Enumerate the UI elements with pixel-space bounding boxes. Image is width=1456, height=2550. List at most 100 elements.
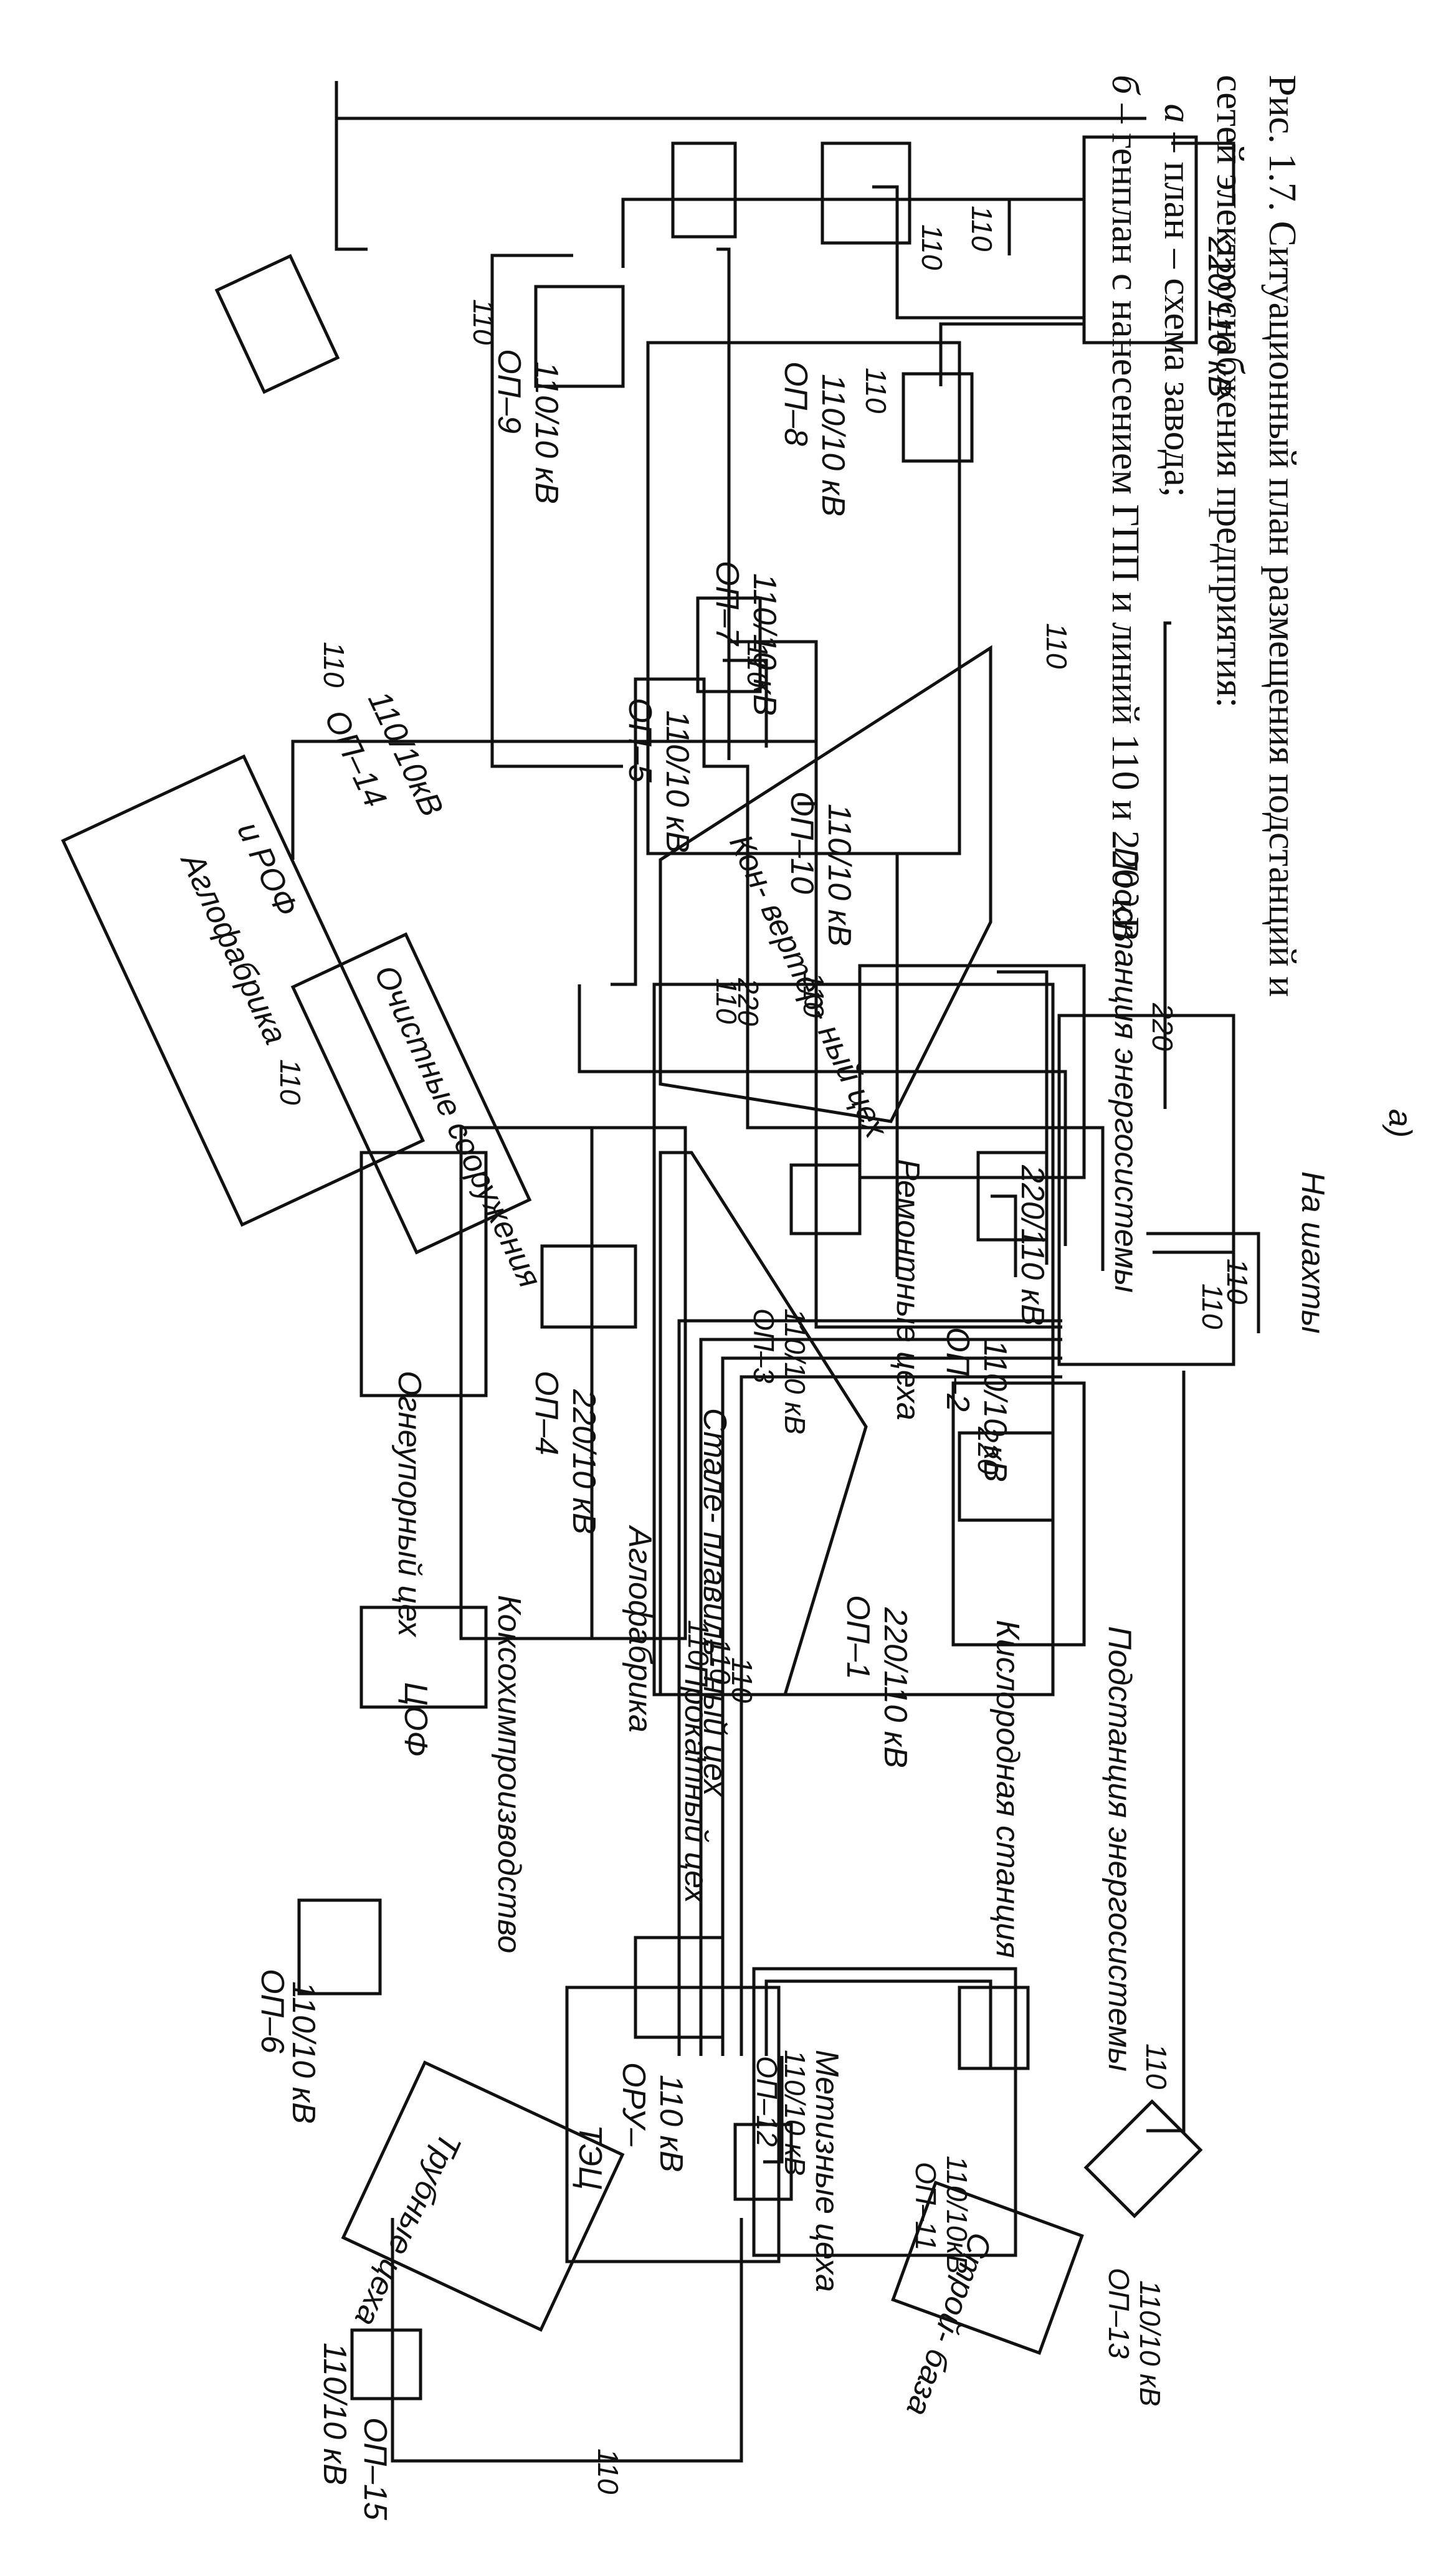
v-label-110-e: 110 — [1140, 2043, 1173, 2090]
cof-box — [359, 1606, 488, 1709]
gpp2-kv-label: 220/110 кВ — [1201, 236, 1237, 397]
kislorod-box — [951, 1381, 1086, 1647]
line-op5 — [723, 659, 768, 748]
line-tec-gpp1-1 — [677, 1319, 1062, 2056]
op13-label: ОП–13 — [1103, 2268, 1135, 2359]
figure-label: а) — [1382, 1109, 1418, 1138]
oru-box — [634, 1936, 725, 2039]
aglo1-label: Аглофабрика — [622, 1525, 658, 1733]
ogneup-label: Огнеупорный цех — [391, 1371, 427, 1638]
v-label-220-a: 220 — [732, 978, 764, 1026]
line-110-long — [716, 247, 731, 760]
op5-kv-label: 110/10 кВ — [659, 710, 695, 853]
v-label-110-o: 110 — [966, 206, 998, 252]
op12-kv-label: 110/10 кВ — [779, 2050, 811, 2176]
remont-label: Ремонтные цеха — [890, 1159, 926, 1420]
line-outer-110 — [335, 81, 368, 251]
op1-box — [958, 1431, 1055, 1522]
line-gpp2-out — [1171, 141, 1235, 206]
v-label-110-j: 110 — [1221, 1258, 1254, 1305]
oru-kv-label: 110 кВ — [653, 2075, 689, 2172]
ochist-box — [290, 932, 532, 1255]
workshops — [60, 341, 1086, 2355]
line-op13 — [1146, 1371, 1186, 2133]
op13-kv-label: 110/10 кВ — [1134, 2280, 1166, 2406]
stal-box — [659, 1151, 868, 1696]
line-op1 — [991, 1194, 1017, 1277]
koks-label: Коксохимпроизводство — [491, 1595, 527, 1953]
op4-box — [540, 1244, 637, 1329]
stroibaza-box — [891, 2181, 1084, 2355]
v-label-110-l: 110 — [467, 299, 500, 345]
pipe-shop-label: Трубные цеха — [348, 2128, 469, 2332]
tec-label: ТЭЦ — [572, 2124, 608, 2190]
v-label-110-b: 110 — [682, 1620, 715, 1666]
op13-box — [1083, 2099, 1203, 2219]
line-tec-gpp1-4 — [740, 1375, 1062, 2056]
op15-label: ОП–15 — [357, 2417, 393, 2521]
op7-kv-label: 110/10 кВ — [746, 573, 783, 716]
line-op7 — [872, 185, 1084, 320]
line-op4-gpp1 — [578, 984, 1067, 1246]
line-tec-gpp1-3 — [721, 1356, 1062, 2056]
op2-label: ОП–2 — [940, 1327, 976, 1412]
v-label-110-m: 110 — [860, 368, 892, 414]
v-label-110-c: 110 — [704, 1639, 736, 1685]
voltage-labels: 110 110 110 110 110 110 110 220 110 220 … — [274, 206, 1254, 2495]
substation-boxes — [214, 135, 1235, 2400]
op6-kv-label: 110/10 кВ — [285, 1981, 321, 2124]
op4-kv-label: 220/10 кВ — [566, 1389, 602, 1534]
substation2-label: Подстанция энергосистемы — [1108, 847, 1144, 1293]
convshop-inner-box — [646, 341, 961, 855]
gpp1-kv-label: 220/110 кВ — [1014, 1164, 1050, 1326]
konv-box — [659, 645, 992, 1123]
op5-label: ОП–5 — [622, 698, 658, 783]
prokat-box — [652, 982, 1055, 1696]
metiz-box — [752, 1967, 1017, 2257]
ogneup-box — [359, 1151, 488, 1397]
op1-kv-label: 220/110 кВ — [877, 1607, 913, 1768]
op8-box — [671, 141, 737, 239]
op12-box — [733, 2123, 793, 2201]
op9-label: ОП–9 — [491, 349, 527, 434]
line-top-loop — [490, 254, 623, 768]
op8-kv-label: 110/10 кВ — [815, 374, 851, 516]
op3-label: ОП–3 — [748, 1308, 780, 1384]
remont-box — [858, 964, 1086, 1179]
op9-box — [534, 285, 625, 388]
op7-box — [821, 141, 911, 245]
line-110-top — [729, 640, 818, 743]
substation1-label: Подстанция энергосистемы — [1102, 1626, 1138, 2072]
metiz-label: Метизные цеха — [809, 2050, 845, 2292]
op3-kv-label: 110/10 кВ — [779, 1308, 811, 1434]
line-op9 — [621, 197, 1086, 268]
prokat-label: Прокатный цех — [678, 1663, 714, 1905]
v-label-110-i: 110 — [1196, 1283, 1229, 1330]
op3-box — [789, 1163, 862, 1235]
line-op11 — [764, 1979, 992, 2068]
line-op15-tec — [391, 2218, 743, 2463]
v-label-220-c: 220 — [1146, 1002, 1179, 1051]
line-220-main — [611, 677, 1105, 1271]
op10-box — [902, 372, 974, 463]
aglo1-box — [590, 1126, 687, 1640]
op11-kv-label: 110/10кВ — [941, 2156, 973, 2274]
op9-kv-label: 110/10 кВ — [528, 361, 564, 504]
line-op10 — [939, 322, 1084, 386]
line-op12 — [763, 2056, 784, 2164]
op12-label: ОП–12 — [751, 2056, 783, 2147]
cof-label: ЦОФ — [397, 1682, 434, 1757]
line-shahty-1 — [1146, 1232, 1260, 1333]
op8-label: ОП–8 — [778, 361, 814, 446]
op1-label: ОП–1 — [840, 1595, 876, 1680]
op10-label: ОП–10 — [784, 791, 820, 894]
op11-box — [958, 1986, 1030, 2070]
op2-box — [976, 1151, 1049, 1242]
v-label-110-n: 110 — [916, 224, 948, 270]
kislorod-label: Кислородная станция — [989, 1620, 1025, 1958]
v-label-110-f: 110 — [274, 1059, 307, 1105]
op15-box — [350, 2328, 422, 2400]
op14-box — [214, 254, 340, 394]
